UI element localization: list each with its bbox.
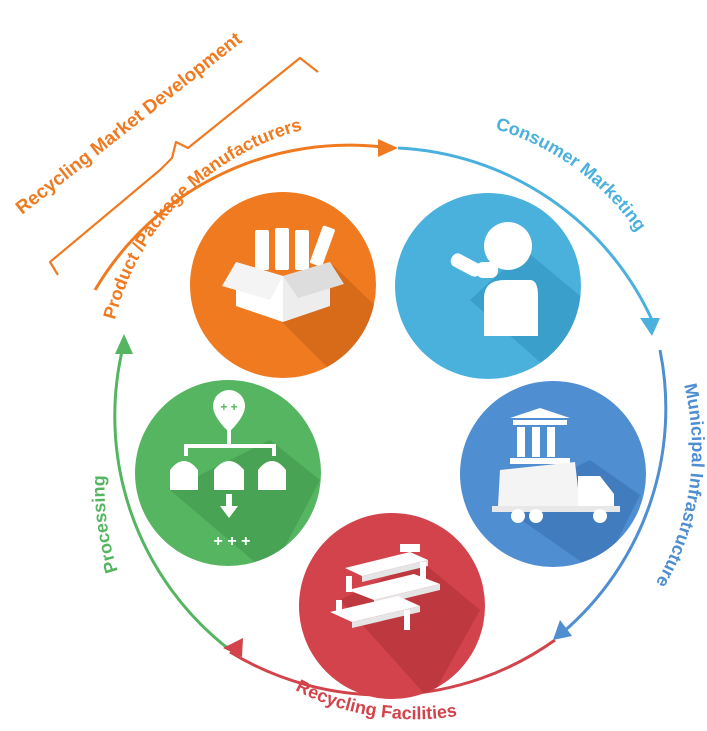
ring-arc-green [113, 342, 231, 652]
stage-circle-manufacturers [190, 192, 376, 378]
market-development-bracket [48, 56, 319, 276]
arrow-head-blue [553, 620, 572, 640]
svg-text:+ + +: + + + [214, 533, 251, 550]
ring-arc-blue [561, 349, 668, 635]
garbage-truck-icon [492, 408, 620, 523]
arrow-head-orange [378, 139, 398, 157]
stage-label-municipal: Municipal Infrastructure [652, 381, 707, 591]
box-of-bottles-icon [222, 225, 344, 322]
stage-label-processing: Processing [89, 475, 122, 576]
stage-circle-consumer [395, 193, 581, 379]
processing-silos-icon: + + + + + [170, 390, 286, 550]
arrow-head-red [223, 638, 243, 657]
stage-circle-processing: + + + + + [135, 380, 321, 566]
ring-arc-orange [93, 143, 391, 291]
stage-circle-municipal [460, 381, 646, 567]
arrow-head-light-blue [640, 318, 660, 336]
ring-arc-light-blue [397, 146, 654, 321]
stage-circle-facilities [299, 513, 485, 699]
svg-text:+ +: + + [220, 400, 237, 414]
cycle-ring [93, 143, 668, 697]
market-development-label: Recycling Market Development [12, 28, 246, 219]
conveyor-belt-icon [330, 544, 440, 630]
arrow-head-green [115, 334, 133, 354]
person-drinking-icon [450, 222, 538, 336]
